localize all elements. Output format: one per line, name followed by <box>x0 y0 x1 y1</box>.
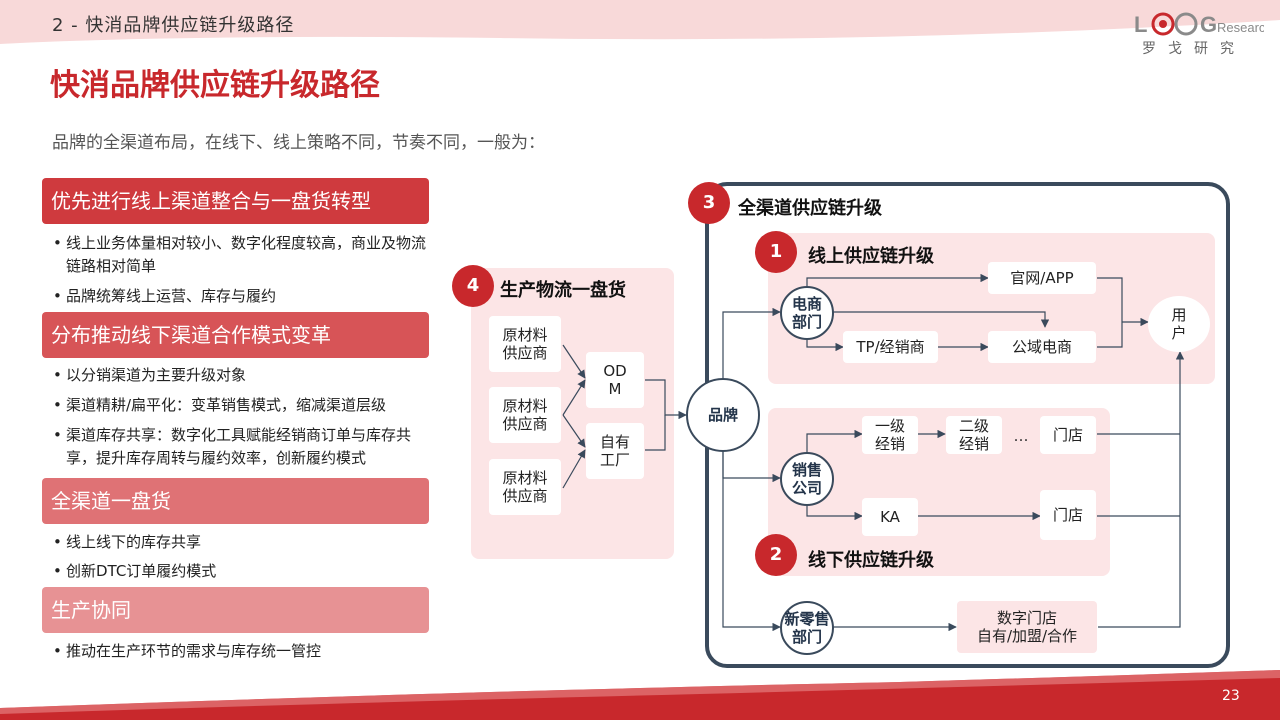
page-number: 23 <box>1222 688 1240 704</box>
node-brand: 品牌 <box>686 378 760 452</box>
bullet-item: 以分销渠道为主要升级对象 <box>52 364 432 387</box>
svg-text:L: L <box>1134 12 1147 37</box>
top-band <box>0 0 1280 44</box>
category-online-integration: 优先进行线上渠道整合与一盘货转型 <box>42 178 429 224</box>
node-raw-supplier-1: 原材料 供应商 <box>489 316 561 372</box>
node-ka: KA <box>862 498 918 536</box>
intro-text: 品牌的全渠道布局，在线下、线上策略不同，节奏不同，一般为： <box>52 133 545 153</box>
category-omnichannel: 全渠道一盘货 <box>42 478 429 524</box>
bullet-item: 渠道精耕/扁平化：变革销售模式，缩减渠道层级 <box>52 394 432 417</box>
zone-number-badge: 4 <box>452 265 494 307</box>
logo: L G Research <box>1134 12 1264 37</box>
page-title: 快消品牌供应链升级路径 <box>50 68 380 103</box>
node-raw-supplier-2: 原材料 供应商 <box>489 387 561 443</box>
node-tp-dealer: TP/经销商 <box>843 331 938 363</box>
node-first-distributor: 一级 经销 <box>862 416 918 454</box>
node-raw-supplier-3: 原材料 供应商 <box>489 459 561 515</box>
svg-text:G: G <box>1200 12 1217 37</box>
svg-text:Research: Research <box>1217 20 1264 35</box>
node-store-2: 门店 <box>1040 490 1096 540</box>
node-own-factory: 自有 工厂 <box>586 423 644 479</box>
bullet-item: 品牌统筹线上运营、库存与履约 <box>52 285 432 308</box>
category-production: 生产协同 <box>42 587 429 633</box>
node-user: 用 户 <box>1148 296 1210 352</box>
zone-number-badge: 3 <box>688 182 730 224</box>
bullet-item: 线上业务体量相对较小、数字化程度较高，商业及物流链路相对简单 <box>52 232 432 278</box>
zone-title-production: 生产物流一盘货 <box>500 280 626 301</box>
ellipsis-marker: … <box>1013 427 1029 445</box>
category-offline-transformation: 分布推动线下渠道合作模式变革 <box>42 312 429 358</box>
node-second-distributor: 二级 经销 <box>946 416 1002 454</box>
zone-title-offline: 线下供应链升级 <box>808 550 934 571</box>
node-store-1: 门店 <box>1040 416 1096 454</box>
node-public-ecom: 公域电商 <box>988 331 1096 363</box>
logo-caption: 罗戈研究 <box>1142 41 1246 57</box>
node-sales-company: 销售 公司 <box>780 452 834 506</box>
bullet-item: 创新DTC订单履约模式 <box>52 560 432 583</box>
zone-title-online: 线上供应链升级 <box>808 246 934 267</box>
node-digital-store: 数字门店 自有/加盟/合作 <box>957 601 1097 653</box>
bullet-item: 线上线下的库存共享 <box>52 531 432 554</box>
node-new-retail-dept: 新零售 部门 <box>780 601 834 655</box>
footer-band <box>0 670 1280 720</box>
node-ecom-dept: 电商 部门 <box>780 286 834 340</box>
zone-title-omnichannel: 全渠道供应链升级 <box>738 198 882 219</box>
zone-number-badge: 2 <box>755 534 797 576</box>
bullet-item: 渠道库存共享：数字化工具赋能经销商订单与库存共享，提升库存周转与履约效率，创新履… <box>52 424 432 470</box>
bullet-item: 推动在生产环节的需求与库存统一管控 <box>52 640 432 663</box>
node-odm: OD M <box>586 352 644 408</box>
zone-number-badge: 1 <box>755 231 797 273</box>
section-label: 2 - 快消品牌供应链升级路径 <box>52 15 295 36</box>
node-official-app: 官网/APP <box>988 262 1096 294</box>
